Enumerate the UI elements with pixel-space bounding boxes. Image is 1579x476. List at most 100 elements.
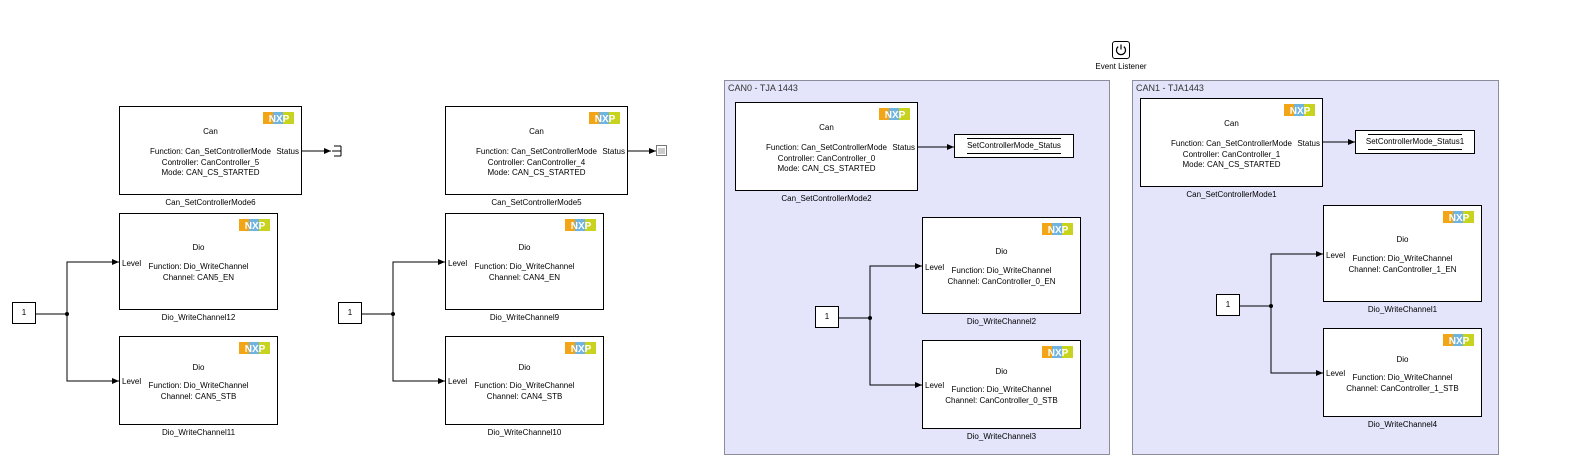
dio-block[interactable]: NXP Dio Function: Dio_WriteChannel Chann… xyxy=(1323,328,1482,417)
nxp-logo-icon: NXP xyxy=(239,342,270,355)
terminator-icon[interactable] xyxy=(331,144,345,158)
block-channel: Channel: CAN4_STB xyxy=(486,391,563,401)
port-level: Level xyxy=(448,259,468,268)
svg-text:NXP: NXP xyxy=(245,344,266,355)
block-function: Function: Dio_WriteChannel xyxy=(148,381,249,390)
nxp-logo-icon: NXP xyxy=(1443,211,1474,224)
area-title: CAN0 - TJA 1443 xyxy=(728,83,798,93)
dio-block[interactable]: NXP Dio Function: Dio_WriteChannel Chann… xyxy=(119,336,278,425)
block-controller: Controller: CanController_1 xyxy=(1182,149,1281,159)
block-channel: Channel: CanController_0_EN xyxy=(947,276,1056,286)
can-block[interactable]: NXP Can Function: Can_SetControllerMode … xyxy=(119,106,302,195)
block-mode: Mode: CAN_CS_STARTED xyxy=(1182,160,1281,169)
svg-text:NXP: NXP xyxy=(885,110,906,121)
nxp-logo-icon: NXP xyxy=(565,342,596,355)
port-status: Status xyxy=(602,147,625,156)
can-block[interactable]: NXP Can Function: Can_SetControllerMode … xyxy=(735,102,918,191)
nxp-logo-icon: NXP xyxy=(565,219,596,232)
port-status: Status xyxy=(1297,139,1320,148)
port-level: Level xyxy=(1326,251,1346,260)
block-function: Function: Dio_WriteChannel xyxy=(148,262,249,271)
block-title: Can xyxy=(1224,119,1239,128)
block-function: Function: Dio_WriteChannel xyxy=(474,262,575,271)
block-caption: Can_SetControllerMode5 xyxy=(491,198,582,207)
dio-block[interactable]: NXP Dio Function: Dio_WriteChannel Chann… xyxy=(922,217,1081,314)
constant-block[interactable]: 1 xyxy=(1216,294,1240,316)
block-function: Function: Dio_WriteChannel xyxy=(951,385,1052,394)
nxp-logo-icon: NXP xyxy=(879,108,910,121)
block-caption: Dio_WriteChannel4 xyxy=(1367,420,1438,429)
block-controller: Controller: CanController_0 xyxy=(777,153,876,163)
block-channel: Channel: CAN5_STB xyxy=(160,391,237,401)
goto-block[interactable]: SetControllerMode_Status xyxy=(954,134,1074,158)
nxp-logo-icon: NXP xyxy=(1042,346,1073,359)
block-title: Can xyxy=(819,123,834,132)
block-channel: Channel: CAN5_EN xyxy=(162,272,235,282)
svg-text:NXP: NXP xyxy=(1449,213,1470,224)
svg-text:NXP: NXP xyxy=(1048,348,1069,359)
block-title: Can xyxy=(529,127,544,136)
block-function: Function: Dio_WriteChannel xyxy=(1352,254,1453,263)
svg-text:NXP: NXP xyxy=(1048,225,1069,236)
block-function: Function: Dio_WriteChannel xyxy=(474,381,575,390)
block-channel: Channel: CanController_1_EN xyxy=(1348,264,1457,274)
block-title: Dio xyxy=(192,243,205,252)
constant-block[interactable]: 1 xyxy=(338,302,362,324)
area-title: CAN1 - TJA1443 xyxy=(1136,83,1204,93)
dio-block[interactable]: NXP Dio Function: Dio_WriteChannel Chann… xyxy=(445,213,604,310)
block-mode: Mode: CAN_CS_STARTED xyxy=(487,168,586,177)
power-icon[interactable] xyxy=(1112,41,1130,59)
can-block[interactable]: NXP Can Function: Can_SetControllerMode … xyxy=(1140,98,1323,187)
block-mode: Mode: CAN_CS_STARTED xyxy=(777,164,876,173)
block-controller: Controller: CanController_5 xyxy=(161,157,260,167)
svg-text:NXP: NXP xyxy=(269,114,290,125)
port-level: Level xyxy=(925,263,945,272)
block-caption: Can_SetControllerMode1 xyxy=(1186,190,1277,199)
port-level: Level xyxy=(448,377,468,386)
block-caption: Dio_WriteChannel3 xyxy=(966,432,1037,441)
constant-block[interactable]: 1 xyxy=(815,306,839,328)
can-block[interactable]: NXP Can Function: Can_SetControllerMode … xyxy=(445,106,628,195)
port-level: Level xyxy=(122,377,142,386)
dio-block[interactable]: NXP Dio Function: Dio_WriteChannel Chann… xyxy=(922,340,1081,429)
block-caption: Dio_WriteChannel9 xyxy=(489,313,560,322)
svg-text:NXP: NXP xyxy=(571,344,592,355)
dio-block[interactable]: NXP Dio Function: Dio_WriteChannel Chann… xyxy=(119,213,278,310)
svg-text:NXP: NXP xyxy=(245,221,266,232)
block-caption: Can_SetControllerMode6 xyxy=(165,198,256,207)
svg-text:NXP: NXP xyxy=(1449,336,1470,347)
block-function: Function: Dio_WriteChannel xyxy=(951,266,1052,275)
dio-block[interactable]: NXP Dio Function: Dio_WriteChannel Chann… xyxy=(1323,205,1482,302)
port-status: Status xyxy=(276,147,299,156)
svg-text:NXP: NXP xyxy=(1290,106,1311,117)
block-function: Function: Can_SetControllerMode xyxy=(476,147,597,156)
block-caption: Dio_WriteChannel1 xyxy=(1367,305,1438,314)
port-level: Level xyxy=(925,381,945,390)
block-function: Function: Can_SetControllerMode xyxy=(1171,139,1292,148)
nxp-logo-icon: NXP xyxy=(589,112,620,125)
block-function: Function: Can_SetControllerMode xyxy=(766,143,887,152)
block-caption: Dio_WriteChannel10 xyxy=(487,428,562,437)
nxp-logo-icon: NXP xyxy=(1284,104,1315,117)
block-channel: Channel: CAN4_EN xyxy=(488,272,561,282)
port-level: Level xyxy=(1326,369,1346,378)
dio-block[interactable]: NXP Dio Function: Dio_WriteChannel Chann… xyxy=(445,336,604,425)
svg-text:NXP: NXP xyxy=(571,221,592,232)
block-channel: Channel: CanController_0_STB xyxy=(945,395,1058,405)
block-caption: Dio_WriteChannel12 xyxy=(161,313,236,322)
block-title: Dio xyxy=(518,243,531,252)
nxp-logo-icon: NXP xyxy=(263,112,294,125)
nxp-logo-icon: NXP xyxy=(239,219,270,232)
scope-icon[interactable] xyxy=(656,145,668,157)
block-caption: Can_SetControllerMode2 xyxy=(781,194,872,203)
block-channel: Channel: CanController_1_STB xyxy=(1346,383,1459,393)
block-title: Dio xyxy=(518,363,531,372)
block-title: Dio xyxy=(192,363,205,372)
constant-block[interactable]: 1 xyxy=(12,302,36,324)
block-mode: Mode: CAN_CS_STARTED xyxy=(161,168,260,177)
event-listener-label: Event Listener xyxy=(1095,62,1147,71)
goto-block[interactable]: SetControllerMode_Status1 xyxy=(1355,130,1475,154)
svg-text:NXP: NXP xyxy=(595,114,616,125)
block-caption: Dio_WriteChannel11 xyxy=(161,428,236,437)
